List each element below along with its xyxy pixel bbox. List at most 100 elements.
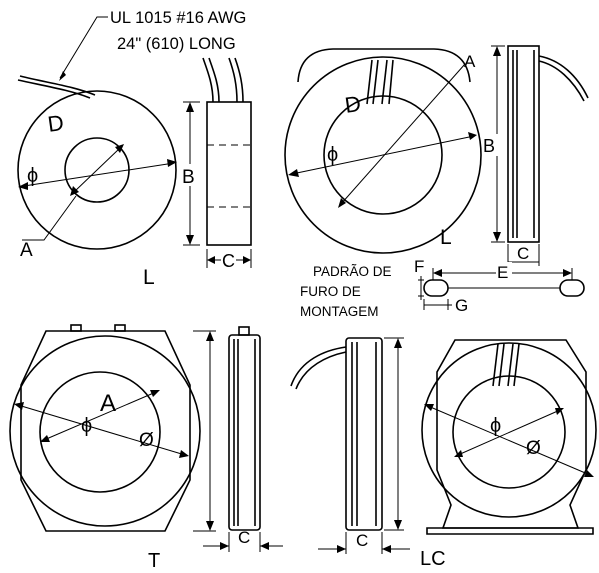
label-bg: [482, 134, 498, 156]
wire-callout-arrowhead: [59, 71, 66, 81]
outer-ring: [17, 90, 177, 250]
cable-entry-2: [381, 59, 388, 105]
dimension-g-label: G: [455, 296, 468, 315]
dimension-e-label: E: [497, 263, 508, 282]
arrowhead: [18, 182, 28, 190]
phi-symbol: ϕ: [27, 165, 38, 187]
arrowhead: [382, 545, 391, 553]
dimension-a-leader: [22, 195, 77, 241]
dimension-c-label: C: [238, 528, 250, 547]
model-t-front-view: A ϕ Ø T: [9, 324, 216, 572]
inner-diameter-line: [457, 409, 561, 456]
arrowhead: [555, 408, 564, 415]
cable-entry-2b: [388, 59, 394, 105]
arrowhead: [337, 545, 346, 553]
side-body: [206, 101, 252, 246]
arrowhead: [424, 404, 434, 411]
arrowhead: [563, 269, 572, 277]
mounting-pattern-line3: MONTAGEM: [300, 304, 379, 319]
inner-diameter-line: [43, 391, 157, 441]
outer-diameter-line: [291, 135, 475, 175]
terminal-1: [70, 324, 82, 332]
wire-note-line2: 24" (610) LONG: [117, 35, 236, 53]
arrowhead: [584, 470, 594, 477]
arrowhead: [70, 186, 79, 196]
dimension-b-label: B: [483, 136, 495, 156]
mounting-slot-pattern: E F G PADRÃO DE FURO DE MONTAGEM: [300, 257, 585, 319]
dimension-b-label: B: [182, 167, 195, 188]
lc-cable-1: [492, 343, 499, 387]
model-lc-label: LC: [420, 548, 446, 568]
side-lead-2b: [234, 57, 244, 103]
label-bg: [184, 164, 198, 186]
model-lc-side-view: C: [290, 337, 410, 554]
dimension-a-leader: [340, 63, 466, 205]
dimension-f-label: F: [414, 257, 424, 276]
side-body-outer: [507, 45, 540, 243]
outer-diameter-line: [17, 404, 186, 456]
flat-top-shoulders: [297, 48, 471, 83]
dimension-a-label: A: [20, 240, 33, 261]
outer-ring: [284, 56, 482, 254]
dimension-c-label: C: [222, 251, 235, 271]
model-t-side-view: C: [203, 326, 283, 552]
dimension-a-label: A: [464, 52, 476, 71]
arrowhead: [454, 450, 463, 457]
cable-entry-1: [366, 59, 373, 105]
model-l-side-view: B C: [182, 57, 252, 271]
wire-note-line1: UL 1015 #16 AWG: [110, 9, 246, 27]
lc-cable-1b: [498, 343, 505, 387]
model-l-label-1: L: [143, 266, 155, 289]
mounting-pattern-line1: PADRÃO DE: [313, 264, 392, 279]
arrowhead: [493, 232, 501, 242]
cable-entry-1b: [372, 59, 379, 105]
arrowhead: [115, 144, 124, 153]
phi-slash-symbol: Ø: [139, 430, 154, 451]
inner-diameter-line: [73, 147, 121, 193]
arrowhead: [167, 159, 177, 167]
lc-cable-2: [507, 343, 514, 387]
outer-diameter-line: [427, 405, 591, 476]
arrowhead: [40, 435, 50, 442]
t-inner-window: [39, 371, 161, 493]
cable-d-label: D: [343, 91, 362, 118]
label-bg: [496, 262, 512, 278]
cable-d-label: D: [46, 110, 65, 137]
phi-symbol: ϕ: [81, 415, 92, 437]
model-l-label-2: L: [440, 226, 452, 249]
dimension-a-label: A: [100, 390, 116, 417]
arrowhead: [260, 542, 269, 550]
arrowhead: [243, 256, 251, 264]
arrowhead: [206, 331, 214, 341]
arrowhead: [394, 520, 402, 530]
phi-symbol: ϕ: [327, 144, 338, 166]
mounting-slot-right: [559, 279, 585, 297]
lc-cable-2b: [513, 343, 520, 387]
model-l-flat-side-view: B C: [482, 45, 589, 266]
model-l-front-view: A D ϕ L: [17, 16, 177, 289]
phi-slash-symbol: Ø: [526, 438, 541, 459]
model-lc-front-view: ϕ Ø LC: [420, 339, 597, 570]
model-t-label: T: [148, 550, 160, 568]
arrowhead: [220, 542, 229, 550]
arrowhead: [207, 256, 215, 264]
mounting-slot-left: [423, 279, 449, 297]
mounting-pattern-line2: FURO DE: [300, 284, 361, 299]
wire-specification-note: UL 1015 #16 AWG 24" (610) LONG: [110, 9, 246, 53]
terminal-side: [238, 326, 250, 336]
arrowhead: [179, 450, 189, 458]
side-lead-b: [538, 60, 585, 102]
arrowhead: [394, 338, 402, 348]
arrowhead: [150, 390, 160, 397]
side-lead: [538, 55, 589, 99]
side-lead-2: [228, 57, 238, 103]
side-lead-1b: [208, 57, 220, 103]
arrowhead: [338, 198, 346, 208]
arrowhead: [433, 269, 442, 277]
t-outer-ring: [9, 335, 201, 527]
dimension-c-label: C: [517, 244, 529, 263]
dimension-c-label: C: [356, 531, 368, 550]
outer-diameter-line: [23, 162, 175, 187]
